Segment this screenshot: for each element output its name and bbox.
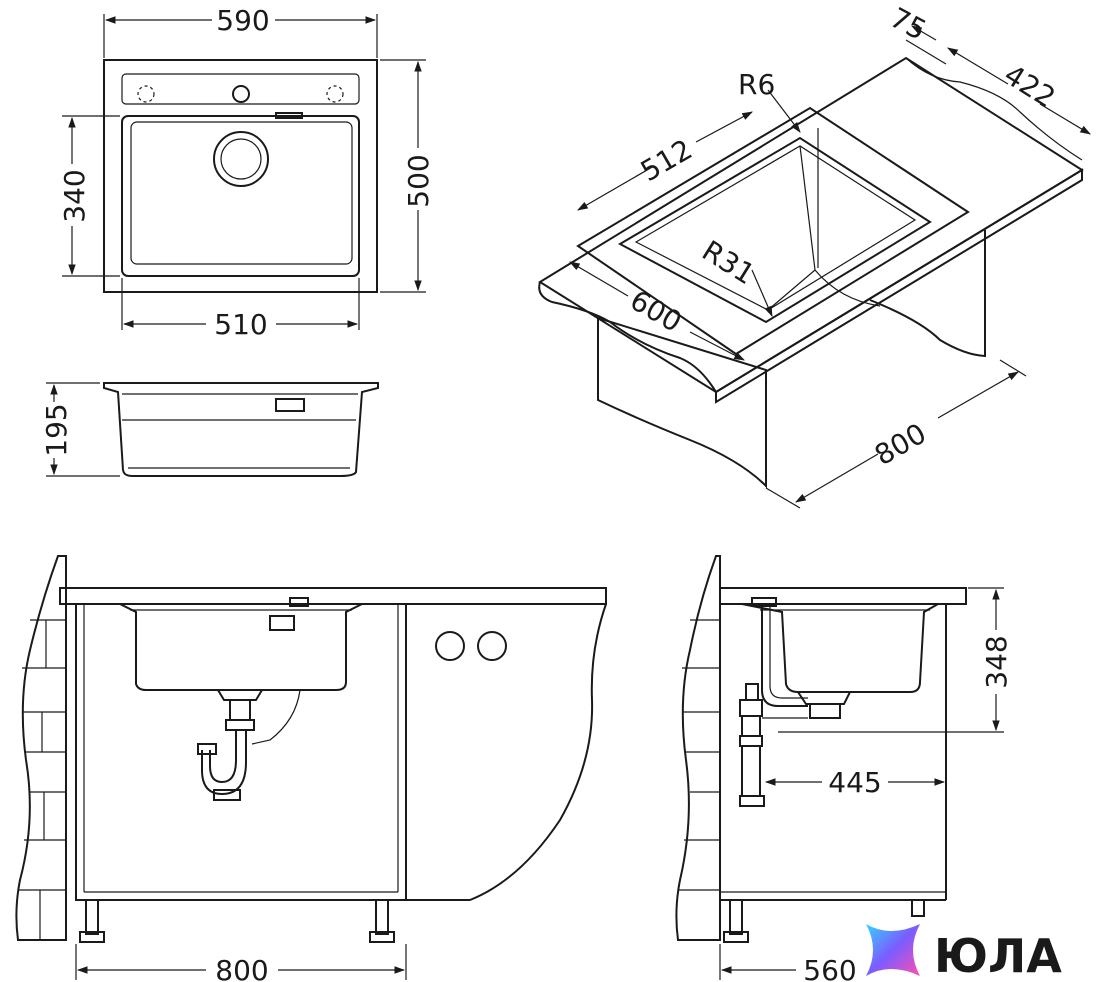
valve-left xyxy=(435,631,465,661)
sink-side xyxy=(741,603,939,693)
yula-logo-text: ЮЛА xyxy=(934,929,1062,982)
dim-bowl-height: 340 xyxy=(58,169,91,222)
leg-side-left xyxy=(729,899,743,935)
dim-side-offset: 445 xyxy=(828,766,881,799)
leg-left xyxy=(85,899,99,935)
dim-depth: 195 xyxy=(40,403,73,456)
siphon xyxy=(209,730,237,784)
drain-front xyxy=(216,689,264,701)
yula-logo: ЮЛА xyxy=(866,924,1062,982)
tap-hole-left xyxy=(137,85,155,103)
cabinet-front xyxy=(75,604,407,901)
wall-front xyxy=(15,555,67,941)
brick-pattern-side xyxy=(678,619,720,891)
dim-side-height: 348 xyxy=(980,635,1013,688)
countertop-front xyxy=(59,587,607,605)
overflow-front xyxy=(269,615,295,631)
yula-logo-icon xyxy=(866,924,920,976)
sink-front xyxy=(119,603,363,691)
bowl-inner-top xyxy=(130,121,353,265)
section-view: 195 xyxy=(40,382,379,477)
drain-outer xyxy=(213,131,269,187)
bowl-top xyxy=(121,115,360,277)
dim-top-width: 590 xyxy=(216,4,269,37)
overflow-hose xyxy=(251,689,301,745)
sink-profile xyxy=(103,382,379,477)
cabinet-left xyxy=(597,316,767,489)
siphon-side xyxy=(741,745,761,797)
tap-hole-center xyxy=(232,85,250,103)
dim-radius-small: R6 xyxy=(738,68,775,101)
dim-cabinet-front: 800 xyxy=(215,954,268,982)
top-view: 590 500 340 510 xyxy=(58,4,435,341)
dim-side: 422 xyxy=(998,58,1061,114)
drain-side xyxy=(796,691,852,705)
dim-cabinet-iso: 800 xyxy=(869,417,932,472)
sink-outline-top xyxy=(103,59,378,293)
front-installation-view: 800 xyxy=(15,555,607,982)
leg-side-right xyxy=(911,899,925,917)
dim-depth-iso: 600 xyxy=(625,283,688,338)
isometric-view: 75 422 R6 512 R31 600 800 xyxy=(538,1,1091,509)
leg-right xyxy=(375,899,389,935)
dim-radius-large: R31 xyxy=(696,234,760,291)
bowl-opening xyxy=(617,136,932,324)
overflow-slot xyxy=(275,398,305,412)
overflow-pipe-side xyxy=(761,606,808,707)
dim-top-height: 500 xyxy=(402,154,435,207)
tap-hole-right xyxy=(326,85,344,103)
side-installation-view: 348 445 560 xyxy=(675,555,1013,982)
sink-rim-iso xyxy=(576,106,970,356)
tap-ledge xyxy=(121,73,360,105)
drain-inner xyxy=(220,138,262,180)
cabinet-right xyxy=(869,230,986,358)
brick-pattern-front xyxy=(18,619,66,940)
countertop-side xyxy=(719,587,967,605)
wall-side xyxy=(675,555,721,941)
dim-cabinet-side: 560 xyxy=(803,954,856,982)
dim-bowl-width: 510 xyxy=(214,308,267,341)
dim-flange: 75 xyxy=(885,1,932,47)
valve-right xyxy=(477,631,507,661)
